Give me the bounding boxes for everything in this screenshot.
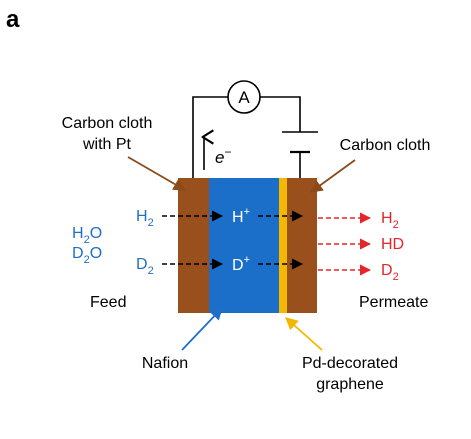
- d-plus-ion: D+: [232, 254, 250, 274]
- feed-label: Feed: [90, 294, 126, 311]
- feed-d2o: D2O: [72, 245, 102, 266]
- nafion-membrane: [209, 178, 279, 313]
- permeate-arrows: [318, 212, 372, 276]
- carbon-cloth-pt-label-line1: Carbon cloth: [62, 115, 153, 132]
- permeate-d2: D2: [381, 262, 399, 283]
- carbon-cloth-pt-label-line2: with Pt: [82, 136, 132, 153]
- feed-h2: H2: [136, 208, 154, 229]
- ammeter-symbol: A: [238, 88, 250, 107]
- pd-graphene-label-line1: Pd-decorated: [302, 355, 398, 372]
- permeate-hd: HD: [381, 236, 404, 253]
- feed-h2o: H2O: [72, 225, 102, 246]
- pd-graphene-label-line2: graphene: [316, 376, 384, 393]
- permeate-label: Permeate: [359, 294, 428, 311]
- carbon-cloth-pointer: [309, 159, 356, 193]
- carbon-cloth-layer: [287, 178, 317, 313]
- carbon-cloth-pt-pointer: [127, 156, 187, 191]
- carbon-cloth-pt-layer: [178, 178, 209, 313]
- panel-label: a: [6, 6, 20, 33]
- pd-graphene-layer: [279, 178, 287, 313]
- permeate-h2: H2: [381, 210, 399, 231]
- carbon-cloth-label: Carbon cloth: [340, 137, 431, 154]
- ammeter: A: [227, 80, 261, 114]
- nafion-label: Nafion: [142, 355, 188, 372]
- h-plus-ion: H+: [232, 206, 250, 226]
- feed-d2: D2: [136, 256, 154, 277]
- transport-arrows: [162, 210, 304, 270]
- battery-icon: [282, 131, 318, 154]
- nafion-pointer: [181, 307, 223, 351]
- circuit-wires: [192, 96, 301, 178]
- pd-graphene-pointer: [285, 317, 323, 351]
- electron-label: e−: [215, 145, 231, 167]
